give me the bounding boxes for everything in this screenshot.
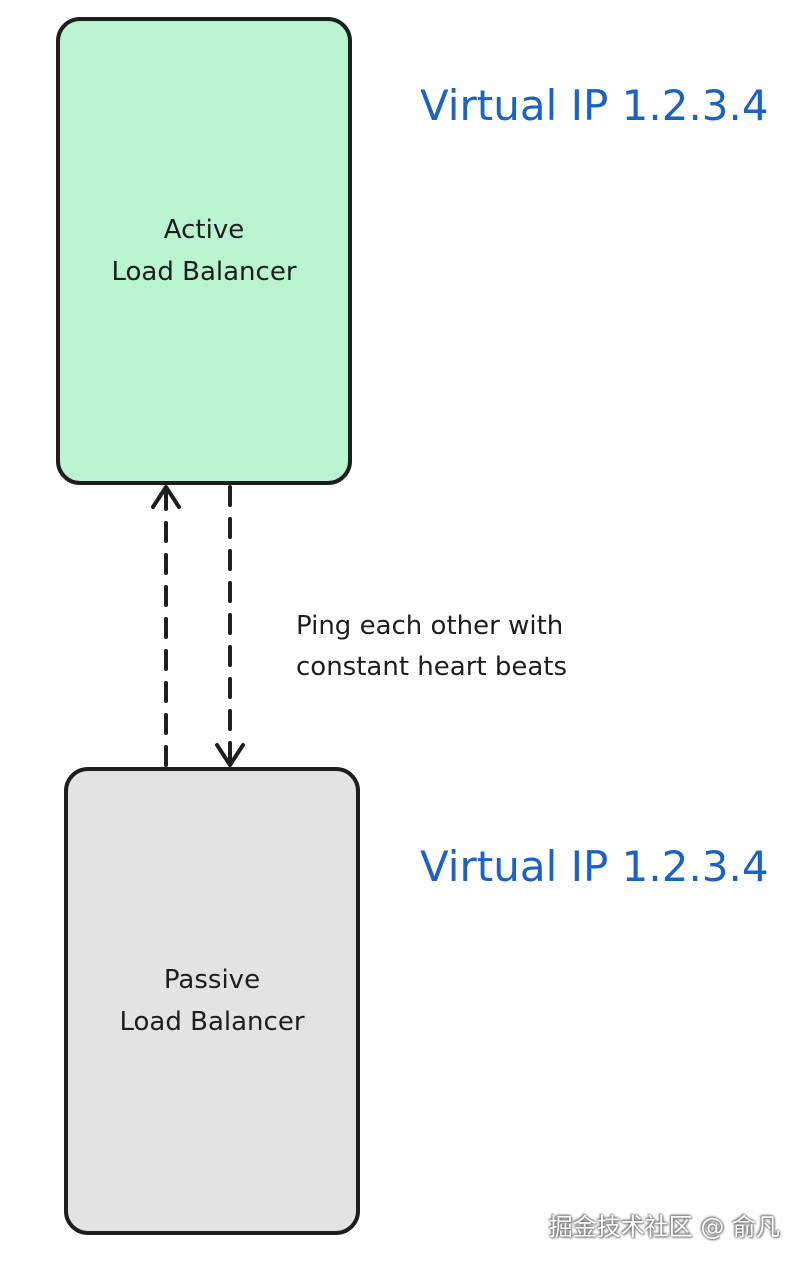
arrow-down-head	[215, 743, 245, 767]
active-node-label-line2: Load Balancer	[111, 257, 297, 287]
arrow-up-head	[151, 485, 181, 509]
virtual-ip-label-bottom: Virtual IP 1.2.3.4	[420, 842, 769, 891]
heartbeat-note-line2: constant heart beats	[296, 652, 568, 682]
active-load-balancer-node: Active Load Balancer	[56, 17, 352, 485]
watermark: 掘金技术社区 @ 俞凡	[548, 1213, 780, 1241]
heartbeat-note-line1: Ping each other with	[296, 611, 564, 641]
virtual-ip-label-top: Virtual IP 1.2.3.4	[420, 81, 769, 130]
active-node-label-line1: Active	[163, 215, 245, 245]
passive-load-balancer-node: Passive Load Balancer	[64, 767, 360, 1235]
heartbeat-note: Ping each other with constant heart beat…	[296, 606, 567, 688]
passive-node-label-line2: Load Balancer	[119, 1007, 305, 1037]
passive-node-label-line1: Passive	[163, 965, 261, 995]
